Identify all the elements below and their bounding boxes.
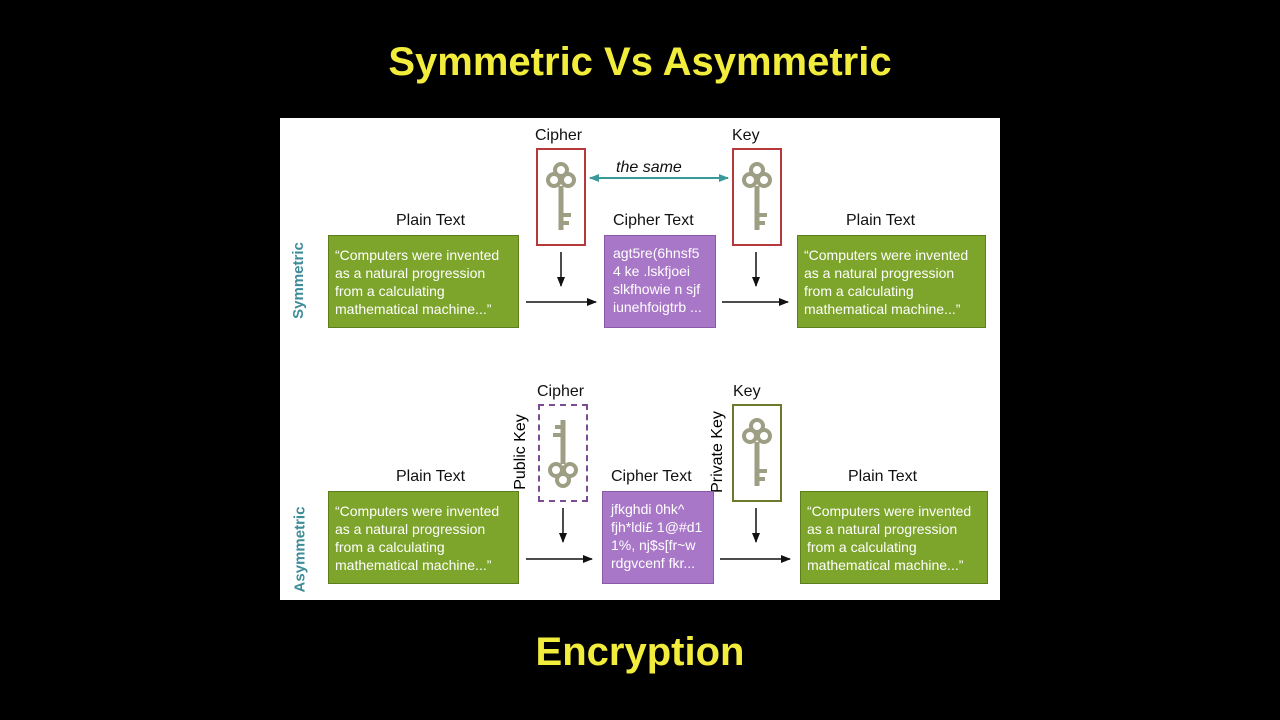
sym-plain-label-left: Plain Text: [396, 212, 466, 229]
asym-cipher-label: Cipher: [537, 383, 585, 400]
encryption-diagram: Symmetric Cipher Key the same Plain Text…: [280, 118, 1000, 600]
asym-cipher-text: jfkghdi 0hk^ fjh*ldi£ 1@#d1 1%, nj$s[fr~…: [602, 491, 714, 584]
page-subtitle: Encryption: [535, 630, 745, 674]
private-key-box: [732, 404, 782, 502]
asym-key-label: Key: [733, 383, 761, 400]
asym-cipher-text-label: Cipher Text: [611, 468, 692, 485]
sym-plain-label-right: Plain Text: [846, 212, 916, 229]
same-label: the same: [616, 159, 682, 176]
sym-cipher-text-label: Cipher Text: [613, 212, 694, 229]
sym-key-box: [732, 148, 782, 246]
asym-plain-text-right: “Computers were invented as a natural pr…: [800, 491, 988, 584]
sym-key-label: Key: [732, 127, 760, 144]
sym-cipher-text: agt5re(6hnsf5 4 ke .lskfjoei slkfhowie n…: [604, 235, 716, 328]
sym-plain-text-left: “Computers were invented as a natural pr…: [328, 235, 519, 328]
page-title: Symmetric Vs Asymmetric: [388, 40, 892, 84]
flow-arrows: [526, 174, 791, 563]
sym-plain-text-right: “Computers were invented as a natural pr…: [797, 235, 986, 328]
asym-plain-label-left: Plain Text: [396, 468, 466, 485]
public-key-box: [538, 404, 588, 502]
asym-plain-text-left: “Computers were invented as a natural pr…: [328, 491, 519, 584]
sym-cipher-key-box: [536, 148, 586, 246]
asym-plain-label-right: Plain Text: [848, 468, 918, 485]
sym-cipher-label: Cipher: [535, 127, 583, 144]
